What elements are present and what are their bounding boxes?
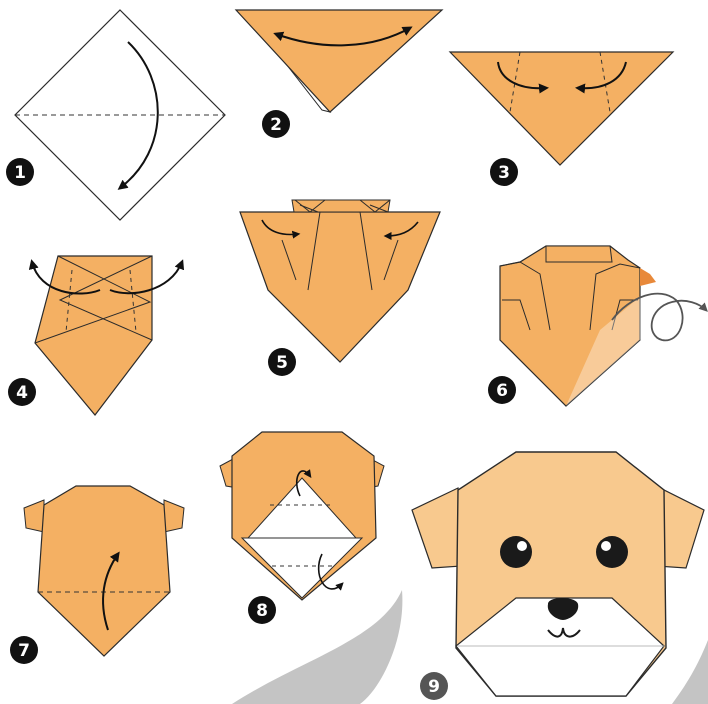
svg-text:7: 7 — [18, 641, 30, 661]
step-9-bear-face — [412, 452, 704, 696]
step-2-badge: 2 — [262, 110, 290, 138]
svg-text:6: 6 — [496, 381, 508, 401]
svg-text:2: 2 — [270, 115, 282, 135]
right-eye — [596, 536, 628, 568]
svg-text:8: 8 — [256, 601, 268, 621]
step-6-diagram — [500, 246, 706, 406]
step-4-diagram — [32, 256, 182, 415]
step-6-badge: 6 — [488, 376, 516, 404]
step-3-diagram — [450, 52, 673, 165]
step-7-diagram — [24, 486, 184, 656]
step-3-badge: 3 — [490, 158, 518, 186]
svg-text:9: 9 — [428, 677, 440, 697]
step-1-badge: 1 — [6, 158, 34, 186]
step-2-triangle-paper — [236, 10, 442, 112]
left-eye — [500, 536, 532, 568]
svg-text:4: 4 — [16, 383, 28, 403]
left-ear — [412, 488, 462, 568]
step-9-badge: 9 — [420, 672, 448, 700]
step-4-paper — [35, 256, 152, 415]
step-7-badge: 7 — [10, 636, 38, 664]
step-5-diagram — [240, 200, 440, 362]
step-1-diagram — [15, 10, 225, 220]
svg-text:5: 5 — [276, 353, 288, 373]
step-4-badge: 4 — [8, 378, 36, 406]
step-5-badge: 5 — [268, 348, 296, 376]
svg-text:3: 3 — [498, 163, 510, 183]
step-2-diagram — [236, 10, 442, 112]
svg-text:1: 1 — [14, 163, 26, 183]
step-8-badge: 8 — [248, 596, 276, 624]
step-3-triangle-paper — [450, 52, 673, 165]
step-5-paper — [240, 212, 440, 362]
step-8-diagram — [220, 432, 384, 600]
step-7-bear-head — [38, 486, 170, 656]
